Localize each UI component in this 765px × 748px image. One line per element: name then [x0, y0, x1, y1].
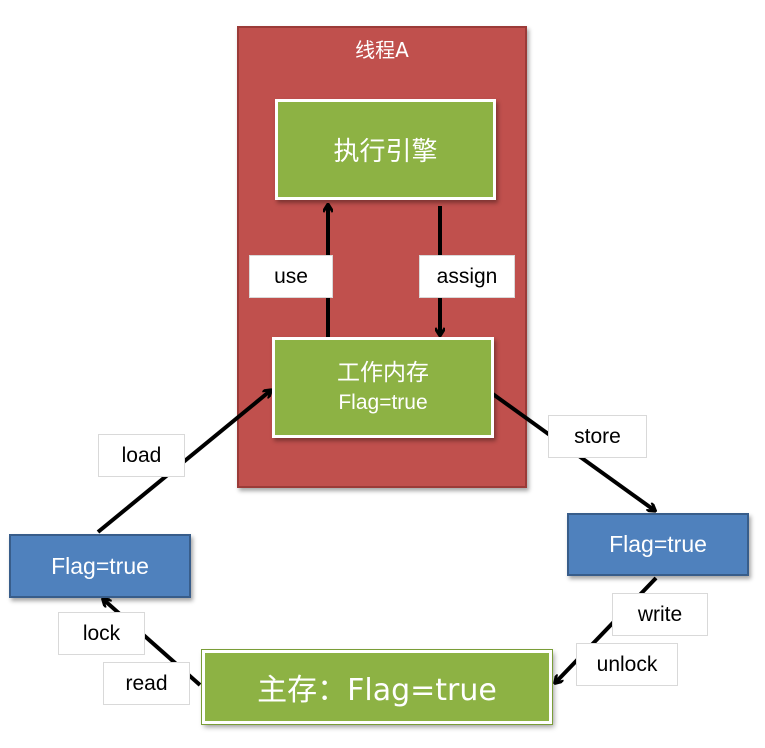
main-memory-label: 主存：Flag=true: [257, 673, 497, 708]
assign-label: assign: [419, 255, 515, 298]
left-flag-box: Flag=true: [9, 534, 191, 598]
unlock-label: unlock: [576, 643, 678, 686]
store-label: store: [548, 415, 647, 458]
use-label: use: [249, 255, 333, 298]
execution-engine-label: 执行引擎: [333, 137, 438, 167]
main-memory-box: 主存：Flag=true: [201, 649, 553, 725]
working-memory-title: 工作内存: [337, 359, 429, 386]
left-flag-label: Flag=true: [51, 552, 149, 579]
working-memory-flag: Flag=true: [338, 390, 428, 414]
load-label: load: [98, 434, 185, 477]
read-label: read: [103, 662, 190, 705]
lock-label: lock: [58, 612, 145, 655]
right-flag-box: Flag=true: [567, 513, 749, 576]
working-memory-box: 工作内存 Flag=true: [272, 337, 494, 438]
right-flag-label: Flag=true: [609, 531, 707, 557]
execution-engine-box: 执行引擎: [275, 99, 496, 200]
write-label: write: [612, 593, 708, 636]
thread-title: 线程A: [355, 38, 409, 62]
